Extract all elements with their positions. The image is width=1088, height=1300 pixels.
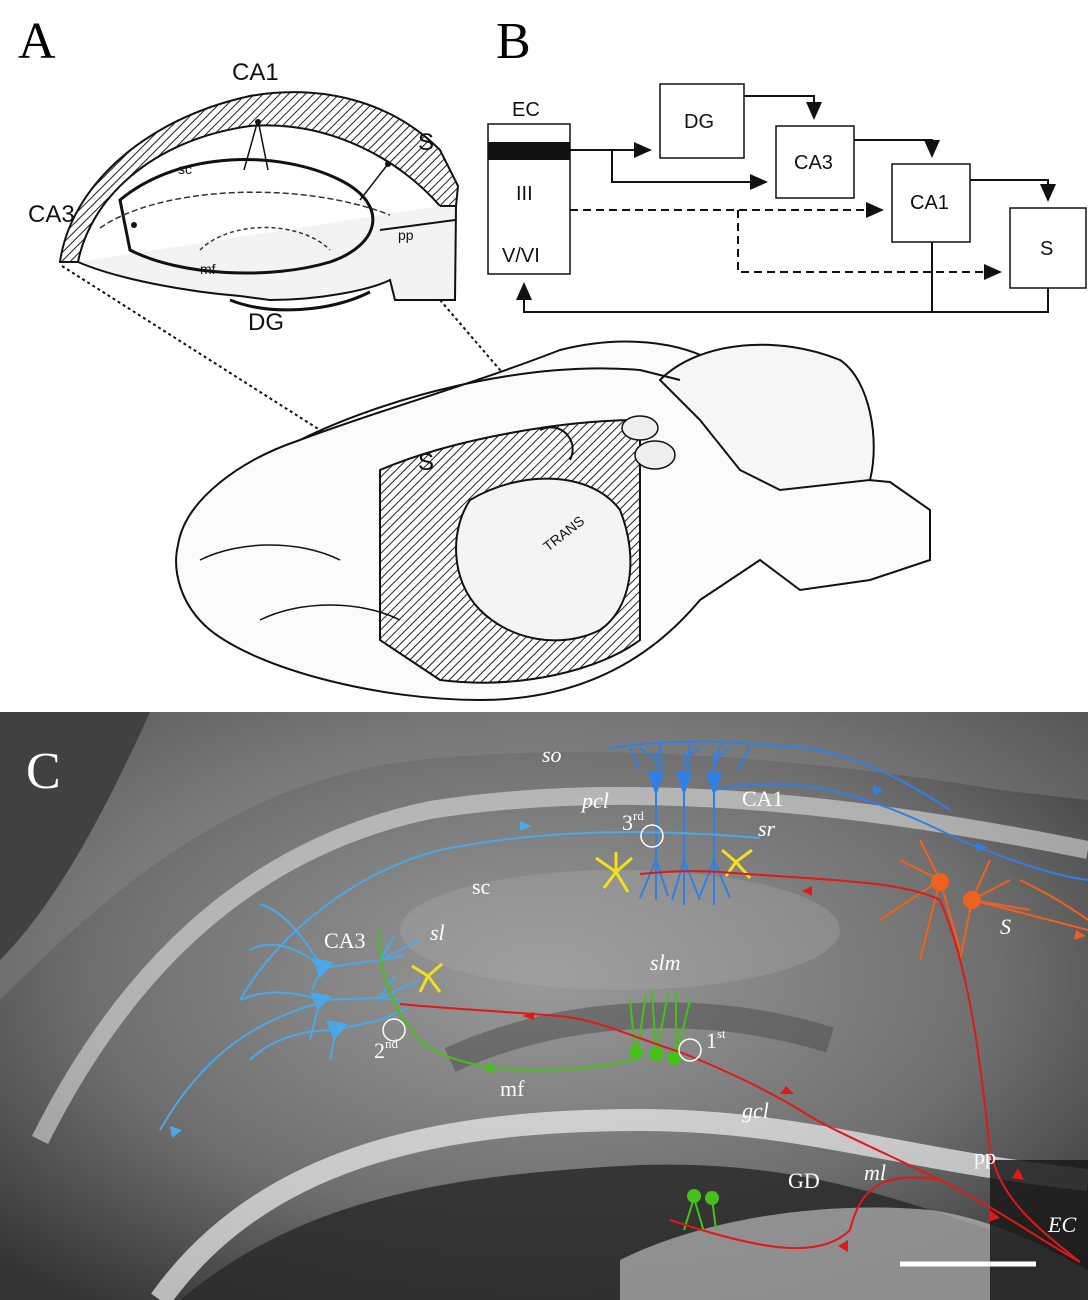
svg-text:CA1: CA1 [910,192,949,214]
panel-b-letter: B [496,13,531,70]
label-gd: GD [788,1168,820,1193]
svg-text:S: S [1040,238,1053,260]
box-ca1: CA1 [892,164,970,242]
label-sc: sc [472,874,491,899]
label-mf: mf [500,1076,525,1101]
panel-a: A CA1 S CA3 sc mf pp DG [18,13,930,700]
label-a-ca1: CA1 [232,59,279,86]
panel-c-letter: C [26,743,61,800]
brain-sketch [176,342,930,700]
label-s: S [1000,914,1011,939]
label-pcl: pcl [580,788,609,813]
hippocampus-sketch [60,92,458,310]
label-ca3: CA3 [324,928,366,953]
box-ca3: CA3 [776,126,854,198]
label-sr: sr [758,816,776,841]
svg-text:CA3: CA3 [794,152,833,174]
label-a-s: S [418,129,434,156]
label-ec: EC [1047,1212,1076,1237]
label-gcl: gcl [742,1098,769,1123]
label-slm: slm [650,950,681,975]
panel-b: B EC III V/VI DG CA3 CA1 S [488,13,1086,312]
label-brain-s: S [418,449,434,476]
box-s: S [1010,208,1086,288]
box-dg: DG [660,84,744,158]
label-ca1: CA1 [742,786,784,811]
label-so: so [542,742,562,767]
label-ml: ml [864,1160,886,1185]
label-a-mf: mf [200,261,216,277]
label-a-sc: sc [178,161,192,177]
label-pp: pp [974,1144,996,1169]
panel-a-letter: A [18,13,56,70]
label-a-dg: DG [248,309,284,336]
svg-text:DG: DG [684,111,714,133]
label-sl: sl [430,920,445,945]
ec-box: EC III V/VI [488,99,570,274]
ec-layer-iii: III [516,183,533,205]
panel-c: C [0,712,1088,1300]
label-a-pp: pp [398,227,414,243]
ec-label: EC [512,99,540,121]
ec-layer-vvi: V/VI [502,245,540,267]
label-a-ca3: CA3 [28,201,75,228]
